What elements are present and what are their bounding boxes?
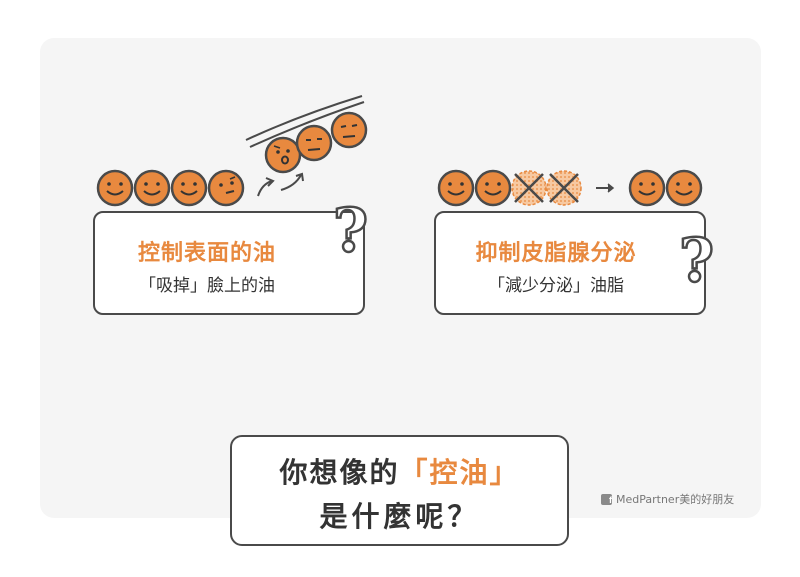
oil-ball-smile	[170, 169, 208, 207]
question-highlight: 「控油」	[399, 456, 520, 489]
sebum-control-card: 抑制皮脂腺分泌 「減少分泌」油脂	[434, 211, 706, 315]
oil-ball-smile	[474, 169, 512, 207]
oil-ball-worried	[207, 169, 245, 207]
oil-ball-smile	[96, 169, 134, 207]
oil-ball-smile	[628, 169, 666, 207]
question-mark-icon: ?	[678, 225, 716, 298]
arrow-up-icon	[280, 174, 302, 191]
facebook-icon: f	[601, 493, 612, 505]
oil-ball-neutral	[295, 124, 333, 162]
blotting-paper	[245, 95, 363, 141]
question-line-2: 是什麼呢？	[319, 500, 480, 533]
sebum-control-subtitle: 「減少分泌」油脂	[488, 276, 624, 296]
arrow-up-icon	[257, 180, 273, 197]
oil-ball-smile	[437, 169, 475, 207]
oil-ball-smile	[665, 169, 703, 207]
oil-ball-removed	[546, 170, 582, 206]
question-card: 你想像的「控油」 是什麼呢？	[230, 435, 569, 546]
oil-ball-removed	[511, 170, 547, 206]
question-mark-icon: ?	[332, 195, 370, 268]
oil-ball-neutral	[330, 111, 368, 149]
surface-oil-title: 控制表面的油	[137, 241, 276, 266]
surface-oil-subtitle: 「吸掉」臉上的油	[139, 276, 275, 296]
oil-ball-scared	[264, 136, 302, 174]
credit: f MedPartner美的好朋友	[601, 491, 734, 507]
question-line-1: 你想像的「控油」	[232, 451, 567, 491]
credit-text: MedPartner美的好朋友	[616, 493, 735, 506]
oil-ball-smile	[133, 169, 171, 207]
question-line-1-text: 你想像的	[279, 456, 400, 489]
surface-oil-card: 控制表面的油 「吸掉」臉上的油	[93, 211, 365, 315]
sebum-control-title: 抑制皮脂腺分泌	[475, 241, 637, 266]
